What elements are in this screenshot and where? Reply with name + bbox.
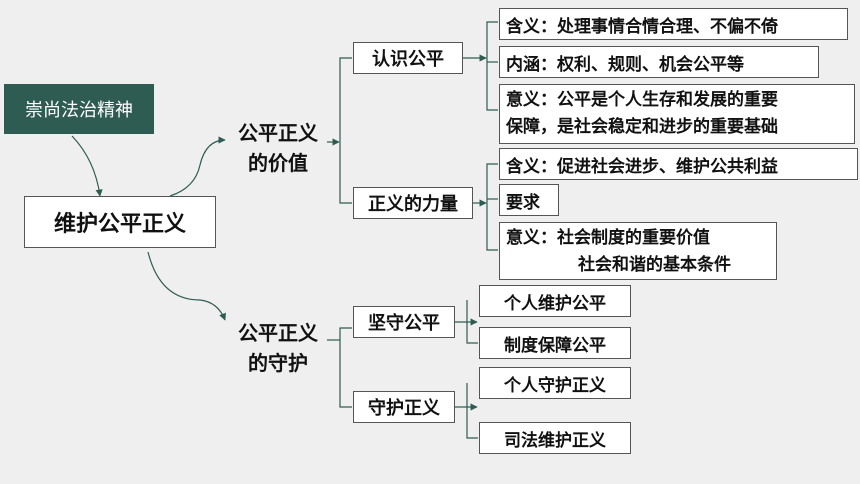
bracket-guard bbox=[339, 327, 352, 408]
arrow-main-to-value bbox=[169, 136, 226, 197]
arrow-main-to-guard bbox=[147, 251, 227, 321]
node-individual-maintain-fairness: 个人维护公平 bbox=[479, 285, 631, 317]
branch-value-label: 公平正义 的价值 bbox=[238, 121, 318, 175]
node-fairness-significance: 意义：公平是个人生存和发展的重要 保障，是社会稳定和进步的重要基础 bbox=[499, 84, 855, 144]
node-keep-fairness: 坚守公平 bbox=[353, 306, 455, 338]
node-individual-guard-justice: 个人守护正义 bbox=[479, 367, 631, 399]
node-institution-guarantee-fairness: 制度保障公平 bbox=[479, 327, 631, 359]
node-know-fairness: 认识公平 bbox=[353, 42, 463, 74]
bracket-know-fairness bbox=[486, 21, 498, 111]
bracket-value bbox=[339, 57, 352, 204]
bracket-guard-justice bbox=[466, 383, 478, 439]
bracket-keep-fairness bbox=[466, 300, 478, 344]
node-justice-requirement: 要求 bbox=[499, 184, 559, 216]
node-fairness-connotation: 内涵：权利、规则、机会公平等 bbox=[499, 46, 819, 78]
node-judicial-maintain-justice: 司法维护正义 bbox=[479, 422, 631, 454]
node-justice-meaning: 含义：促进社会进步、维护公共利益 bbox=[499, 148, 858, 180]
node-fairness-meaning: 含义：处理事情合情合理、不偏不倚 bbox=[499, 8, 848, 40]
arrow-root-to-main bbox=[71, 135, 103, 197]
main-node-maintain-fairness-justice: 维护公平正义 bbox=[24, 196, 216, 248]
branch-guard-label: 公平正义 的守护 bbox=[238, 321, 318, 375]
node-power-of-justice: 正义的力量 bbox=[353, 187, 473, 219]
bracket-power-justice bbox=[486, 163, 498, 251]
root-tag-rule-of-law: 崇尚法治精神 bbox=[4, 84, 154, 134]
node-justice-significance: 意义：社会制度的重要价值 社会和谐的基本条件 bbox=[499, 222, 777, 280]
node-guard-justice: 守护正义 bbox=[353, 391, 455, 423]
